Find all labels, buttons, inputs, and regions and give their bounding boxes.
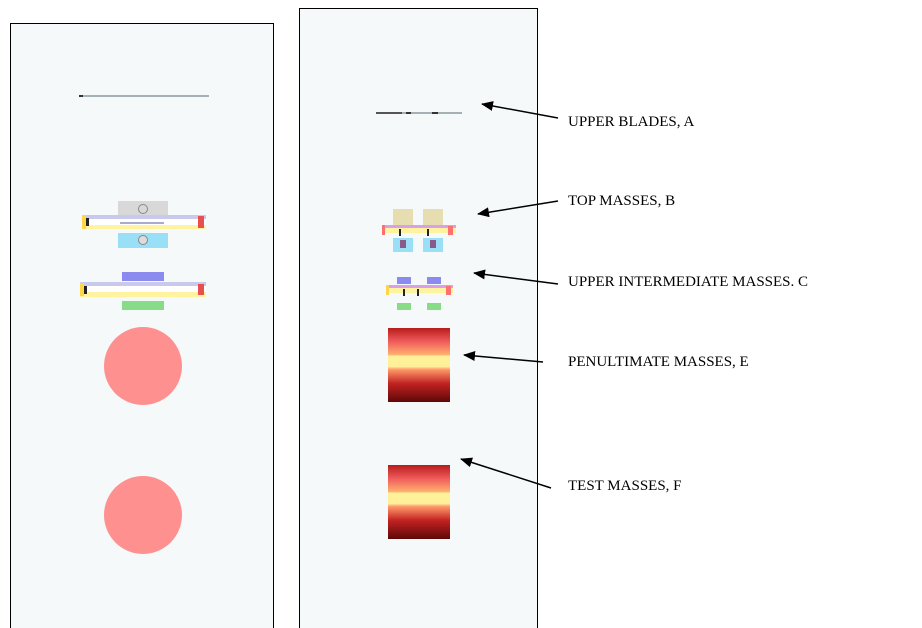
- label-penultimate-masses: PENULTIMATE MASSES, E: [568, 354, 749, 370]
- front-penultimate-mass: [388, 328, 450, 402]
- label-upper-blades: UPPER BLADES, A: [568, 114, 695, 130]
- front-upper-intermediate-masses: [386, 277, 453, 310]
- arrow-upper-blades: [481, 101, 559, 119]
- side-upper-blade: [79, 95, 209, 97]
- arrow-test-masses: [460, 457, 552, 489]
- label-top-masses: TOP MASSES, B: [568, 193, 676, 209]
- arrow-penultimate-masses: [463, 350, 544, 363]
- side-upper-intermediate-mass: [80, 272, 206, 310]
- arrow-top-masses: [477, 200, 559, 218]
- arrow-upper-intermediate-masses: [473, 269, 559, 285]
- side-top-mass: [82, 201, 206, 248]
- front-top-masses: [382, 209, 456, 252]
- label-upper-intermediate-masses: UPPER INTERMEDIATE MASSES. C: [568, 274, 809, 290]
- label-test-masses: TEST MASSES, F: [568, 478, 682, 494]
- side-penultimate-mass: [104, 327, 182, 405]
- front-upper-blades: [376, 112, 462, 114]
- side-test-mass: [104, 476, 182, 554]
- front-test-mass: [388, 465, 450, 539]
